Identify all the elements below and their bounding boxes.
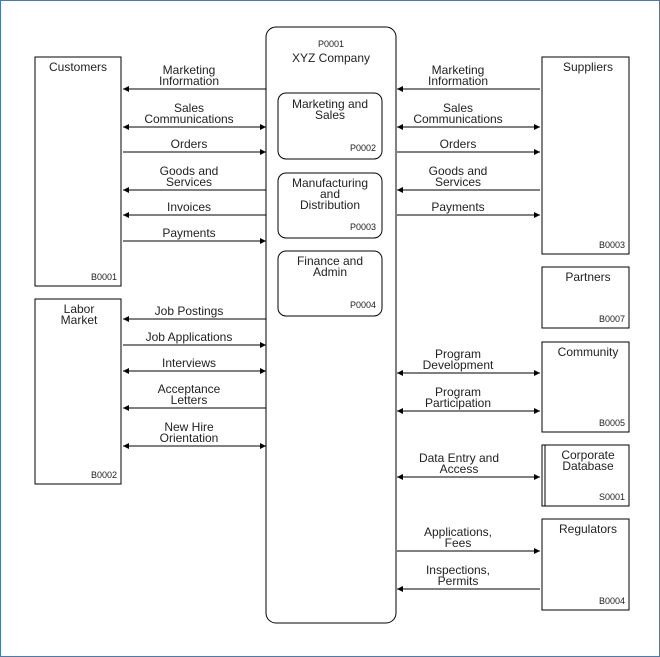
flow-label: Services <box>166 175 212 189</box>
flow-label: Orders <box>440 137 477 151</box>
flow-arrow: Invoices <box>123 200 266 218</box>
process-code: P0002 <box>350 143 376 153</box>
entity-code: B0004 <box>599 596 625 606</box>
flow-label: Payments <box>431 200 484 214</box>
flow-label: Communications <box>413 112 502 126</box>
process-label: Sales <box>315 108 345 122</box>
process-code: P0003 <box>350 222 376 232</box>
entity-label: Partners <box>565 270 610 284</box>
flow-label: Goods and <box>429 164 488 178</box>
flow-label: Job Postings <box>155 304 224 318</box>
entity-label: Regulators <box>559 522 617 536</box>
company-code: P0001 <box>318 39 344 49</box>
flow-label: Program <box>435 385 481 399</box>
entity-label: Database <box>562 459 614 473</box>
flow-label: Communications <box>144 112 233 126</box>
entity-code: B0007 <box>599 314 625 324</box>
flow-label: Invoices <box>167 200 211 214</box>
entity-label: Community <box>558 345 619 359</box>
flow-label: Data Entry and <box>419 451 499 465</box>
flow-arrow: Applications,Fees <box>397 525 540 554</box>
flow-arrow: Payments <box>397 200 540 218</box>
flow-arrow: Interviews <box>123 356 266 374</box>
entity-label: Labor <box>64 302 95 316</box>
flow-label: Inspections, <box>426 563 490 577</box>
process-label: Marketing and <box>292 97 368 111</box>
entity-code: B0005 <box>599 418 625 428</box>
flow-label: Payments <box>162 226 215 240</box>
company-name: XYZ Company <box>292 51 370 65</box>
entity-code: B0001 <box>91 272 117 282</box>
flow-arrow: Payments <box>123 226 266 244</box>
flow-label: Goods and <box>160 164 219 178</box>
flow-label: Permits <box>438 574 479 588</box>
flow-label: Services <box>435 175 481 189</box>
flow-label: Sales <box>174 101 204 115</box>
entity-code: B0002 <box>91 470 117 480</box>
process-label: Admin <box>313 265 347 279</box>
flow-label: Access <box>440 462 479 476</box>
process-label: Distribution <box>300 198 360 212</box>
flow-label: Program <box>435 347 481 361</box>
flow-label: New Hire <box>164 420 214 434</box>
flow-arrow: Inspections,Permits <box>397 563 540 592</box>
flow-label: Acceptance <box>158 382 221 396</box>
entity-code: B0003 <box>599 240 625 250</box>
flow-arrow: Orders <box>397 137 540 155</box>
flow-label: Information <box>159 74 219 88</box>
flow-label: Applications, <box>424 525 492 539</box>
flow-label: Letters <box>171 393 208 407</box>
flow-label: Orders <box>171 137 208 151</box>
flow-label: Interviews <box>162 356 216 370</box>
flow-label: Participation <box>425 396 491 410</box>
flow-label: Job Applications <box>146 330 233 344</box>
flow-label: Marketing <box>432 63 485 77</box>
entity-label: Corporate <box>561 448 615 462</box>
process-label: Manufacturing <box>292 176 368 190</box>
process-code: P0004 <box>350 300 376 310</box>
flow-label: Sales <box>443 101 473 115</box>
flow-arrow: Job Applications <box>123 330 266 348</box>
flow-label: Marketing <box>163 63 216 77</box>
entity-code: S0001 <box>599 492 625 502</box>
entity-label: Market <box>61 313 98 327</box>
flow-arrow: Orders <box>123 137 266 155</box>
process-label: and <box>320 187 340 201</box>
flow-label: Orientation <box>160 431 219 445</box>
flow-arrow: Job Postings <box>123 304 266 322</box>
flow-label: Development <box>423 358 494 372</box>
entity-label: Suppliers <box>563 60 613 74</box>
flow-label: Fees <box>445 536 472 550</box>
process-label: Finance and <box>297 254 363 268</box>
flow-label: Information <box>428 74 488 88</box>
entity-label: Customers <box>49 60 107 74</box>
